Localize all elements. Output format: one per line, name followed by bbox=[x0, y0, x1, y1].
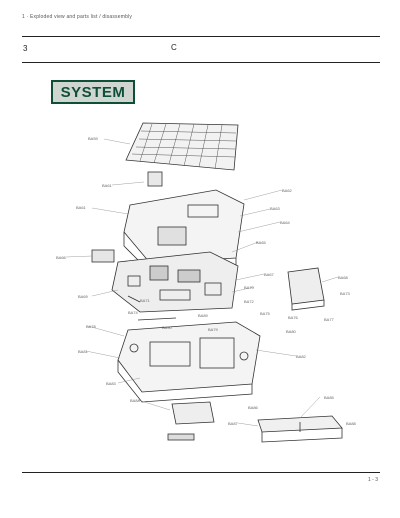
callout-label: BA71 bbox=[140, 298, 150, 303]
callout-label: BA84 bbox=[130, 398, 140, 403]
callout-label: BA68 bbox=[338, 275, 348, 280]
callout-label: BA82 bbox=[296, 354, 306, 359]
top-cover-part bbox=[123, 189, 245, 273]
callout-label: BA61 bbox=[102, 183, 112, 188]
callout-label: BA64 bbox=[280, 220, 290, 225]
callout-label: BA80 bbox=[286, 329, 296, 334]
system-badge: SYSTEM bbox=[51, 80, 135, 104]
callout-label: BA83 bbox=[106, 381, 116, 386]
section-number: 3 bbox=[23, 44, 28, 53]
callout-label: BA73 bbox=[340, 291, 350, 296]
callout-label: BA69 bbox=[78, 294, 88, 299]
section-rule bbox=[22, 62, 380, 63]
callout-label: BA89 bbox=[198, 313, 208, 318]
callout-label: BA90 bbox=[162, 325, 172, 330]
callout-label: BA79 bbox=[208, 327, 218, 332]
memory-module-part bbox=[91, 249, 115, 263]
callout-label: BA63 bbox=[270, 206, 280, 211]
battery-part bbox=[257, 415, 343, 443]
callout-label: BA88 bbox=[346, 421, 356, 426]
bottom-cover-part bbox=[171, 401, 215, 425]
callout-label: BA76 bbox=[288, 315, 298, 320]
header-text: 1 · Exploded view and parts list / disas… bbox=[22, 14, 133, 20]
callout-label: BA74 bbox=[128, 310, 138, 315]
callout-label: BA62 bbox=[282, 188, 292, 193]
system-badge-label: SYSTEM bbox=[60, 83, 126, 101]
bracket-part bbox=[167, 433, 195, 441]
callout-label: BA67 bbox=[264, 272, 274, 277]
mainboard-part bbox=[111, 251, 239, 313]
callout-label: BA70 bbox=[244, 285, 254, 290]
header-rule bbox=[22, 36, 380, 37]
bottom-chassis-part bbox=[117, 321, 261, 403]
callout-label: BA66 bbox=[56, 255, 66, 260]
callout-label: BA81 bbox=[78, 349, 88, 354]
callout-label: BA87 bbox=[228, 421, 238, 426]
callout-label: BA78 bbox=[86, 324, 96, 329]
callout-label: BA86 bbox=[248, 405, 258, 410]
callout-label: BA61 bbox=[76, 205, 86, 210]
callout-label: BA85 bbox=[324, 395, 334, 400]
callout-label: BA75 bbox=[260, 311, 270, 316]
page-number: 1 - 3 bbox=[367, 477, 378, 483]
section-mark: C bbox=[171, 43, 177, 52]
footer-rule bbox=[22, 472, 380, 473]
callout-label: BA72 bbox=[244, 299, 254, 304]
callout-label: BA77 bbox=[324, 317, 334, 322]
keyboard-part bbox=[125, 122, 239, 187]
callout-label: BA65 bbox=[256, 240, 266, 245]
callout-label: BA59 bbox=[88, 136, 98, 141]
hdd-part bbox=[287, 267, 325, 311]
